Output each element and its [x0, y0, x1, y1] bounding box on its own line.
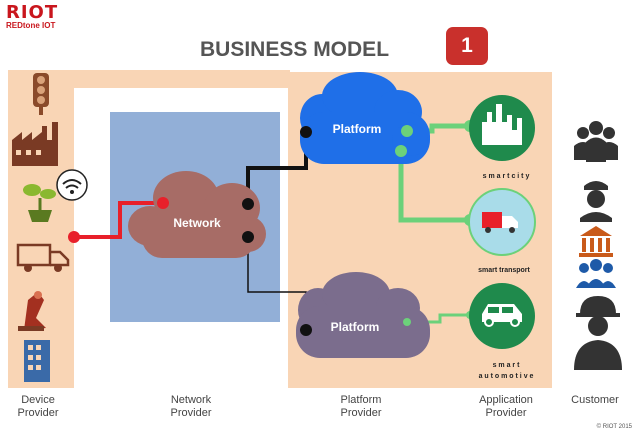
platform-bottom-label: Platform	[331, 320, 380, 334]
application-provider-line1: Application	[479, 394, 533, 406]
platform-top-input-dot	[300, 126, 312, 138]
platform-bottom-input-dot	[300, 324, 312, 336]
smart-automotive-label-2: a u t o m o t i v e	[479, 373, 534, 380]
network-provider-label: Network Provider	[156, 394, 226, 420]
network-input-dot	[157, 197, 169, 209]
platform-provider-line2: Provider	[340, 407, 382, 419]
platform-top-cloud	[300, 72, 430, 164]
police-icon	[580, 181, 612, 222]
worker-icon	[574, 296, 622, 370]
copyright-text: © RIOT 2015	[596, 424, 632, 430]
device-panel	[8, 70, 74, 388]
network-output-dot-top	[242, 198, 254, 210]
wifi-icon	[56, 169, 88, 201]
platform-transport-link	[398, 151, 470, 223]
platform-top-label: Platform	[333, 122, 382, 136]
building-icon	[24, 340, 50, 382]
traffic-light-icon	[33, 73, 49, 115]
application-provider-line2: Provider	[485, 407, 527, 419]
truck-icon	[16, 243, 70, 272]
network-cloud	[128, 171, 266, 258]
smart-city-label: s m a r t c i t y	[483, 173, 530, 180]
bank-icon	[579, 226, 613, 257]
network-cloud-label: Network	[173, 216, 221, 230]
platform-top-output-dot-2	[395, 145, 407, 157]
redtone-iot-subtitle: REDtone IOT	[6, 21, 56, 30]
platform-provider-label: Platform Provider	[326, 394, 396, 420]
device-provider-label: Device Provider	[6, 394, 70, 420]
smart-automotive-label-1: s m a r t	[493, 362, 521, 369]
page-title: BUSINESS MODEL	[200, 38, 390, 61]
people-icon	[576, 259, 616, 288]
group-icon	[574, 121, 618, 162]
platform-bottom-cloud	[296, 272, 430, 358]
riot-logo: RIOT	[6, 2, 59, 23]
customer-label: Customer	[571, 394, 619, 406]
network-provider-line2: Provider	[170, 407, 212, 419]
slide-number-badge: 1	[446, 27, 488, 65]
device-link-dot	[68, 231, 80, 243]
platform-top-output-dot	[401, 125, 413, 137]
smart-transport-icon	[468, 188, 536, 256]
robot-arm-icon	[18, 291, 46, 331]
device-provider-line1: Device	[21, 394, 55, 406]
smart-transport-label: smart transport	[478, 267, 530, 274]
factory-icon	[12, 122, 58, 166]
device-network-link	[74, 201, 163, 239]
device-provider-line2: Provider	[17, 407, 59, 419]
plant-icon	[23, 184, 56, 222]
smart-city-icon	[469, 95, 535, 161]
platform-provider-line1: Platform	[340, 394, 382, 406]
application-provider-label: Application Provider	[466, 394, 546, 420]
platform-bottom-output-dot	[403, 318, 411, 326]
smart-automotive-icon	[469, 283, 535, 349]
network-output-dot-bottom	[242, 231, 254, 243]
network-provider-line1: Network	[170, 394, 212, 406]
